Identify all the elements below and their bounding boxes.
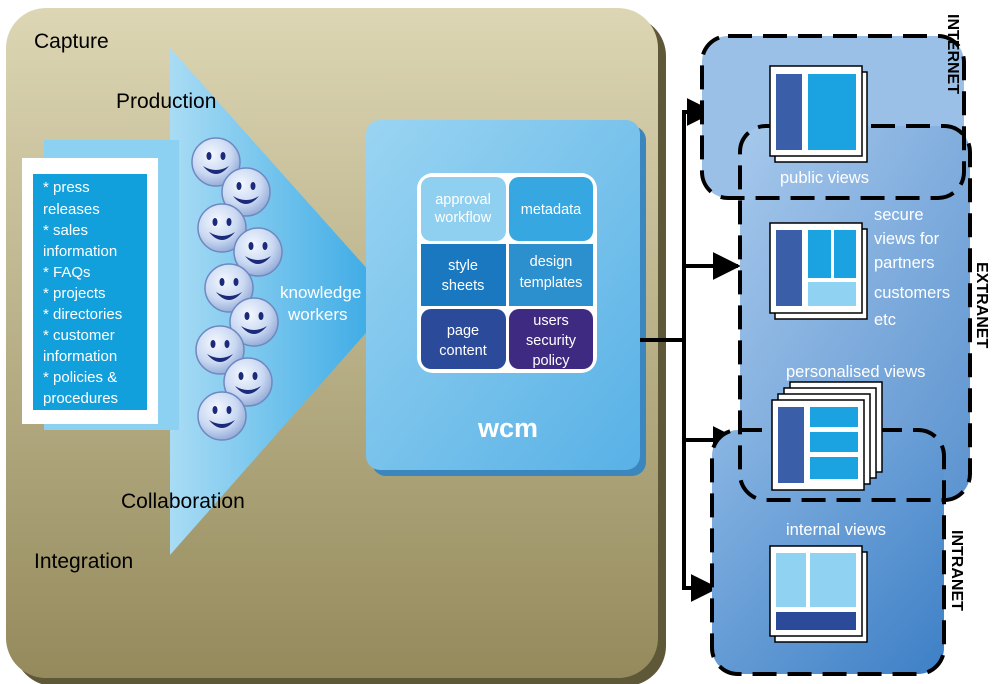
content-list: * press releases * sales information * F… bbox=[43, 179, 126, 407]
label-integration: Integration bbox=[34, 550, 133, 573]
label-internet: INTERNET bbox=[944, 14, 961, 94]
smiley-icon bbox=[221, 167, 271, 217]
smiley-icon bbox=[195, 325, 245, 375]
cell-approval-workflow bbox=[421, 177, 506, 241]
label-secure-views: secure views for partners customers etc bbox=[874, 206, 955, 329]
label-capture: Capture bbox=[34, 30, 109, 53]
label-personalised-views: personalised views bbox=[786, 363, 925, 381]
smiley-icon bbox=[204, 263, 254, 313]
label-knowledge-workers: knowledge workers bbox=[280, 283, 366, 324]
smiley-icon bbox=[229, 297, 279, 347]
knowledge-worker-icons bbox=[191, 137, 283, 441]
label-extranet: EXTRANET bbox=[973, 262, 990, 348]
label-public-views: public views bbox=[780, 169, 869, 187]
personalised-view-icon bbox=[771, 381, 883, 491]
smiley-icon bbox=[223, 357, 273, 407]
cell-metadata bbox=[509, 177, 593, 241]
public-view-icon bbox=[769, 65, 868, 163]
smiley-icon bbox=[197, 203, 247, 253]
label-intranet: INTRANET bbox=[948, 530, 965, 611]
label-production: Production bbox=[116, 90, 216, 113]
cell-style-sheets bbox=[421, 244, 506, 306]
cell-metadata-label: metadata bbox=[521, 202, 582, 218]
smiley-icon bbox=[233, 227, 283, 277]
smiley-icon bbox=[191, 137, 241, 187]
content-list-box bbox=[33, 174, 147, 410]
cell-design-templates bbox=[509, 244, 593, 306]
cell-page-content bbox=[421, 309, 506, 369]
cell-users-security-policy bbox=[509, 309, 593, 369]
label-internal-views: internal views bbox=[786, 521, 886, 539]
internal-view-icon bbox=[769, 545, 868, 643]
wcm-grid bbox=[421, 177, 593, 369]
secure-view-icon bbox=[769, 222, 868, 320]
wcm-title: wcm bbox=[477, 413, 538, 443]
label-collaboration: Collaboration bbox=[121, 490, 245, 513]
smiley-icon bbox=[197, 391, 247, 441]
